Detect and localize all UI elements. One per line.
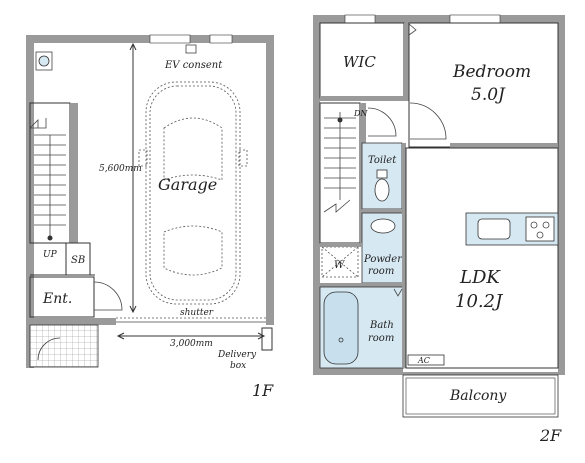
wall-2f-right	[558, 15, 565, 375]
washer-label: W	[334, 260, 345, 271]
porch-tile	[29, 324, 99, 368]
entrance-label: Ent.	[42, 291, 72, 307]
balcony	[402, 374, 559, 418]
toilet-icon	[374, 169, 390, 202]
bath-label-2: room	[368, 333, 394, 344]
delivery-label-2: box	[230, 361, 246, 371]
arrow-up-icon	[129, 42, 137, 51]
arrow-left-icon	[116, 332, 125, 340]
basin-box	[35, 51, 53, 71]
staircase-2f	[319, 102, 366, 244]
bath-wall-top	[320, 283, 404, 287]
entrance-area	[29, 276, 95, 318]
kitchen-counter	[465, 212, 559, 246]
wall-2f-bottom-ldk	[403, 372, 558, 375]
up-label: UP	[43, 250, 58, 260]
door-swing-icon	[93, 281, 123, 311]
powder-label-1: Powder	[363, 254, 403, 265]
balcony-label: Balcony	[449, 388, 507, 404]
bath-label-1: Bath	[369, 320, 394, 331]
width-label: 3,000mm	[170, 339, 213, 349]
wic-door-icon	[408, 23, 417, 36]
floor-label-1f: 1F	[252, 381, 274, 400]
bathtub-icon	[323, 291, 359, 365]
garage-label: Garage	[158, 175, 217, 194]
wic-wall	[320, 96, 406, 101]
toilet-wall	[362, 209, 404, 213]
depth-label-bg	[96, 160, 132, 174]
drain-icon	[338, 337, 344, 343]
wall-2f-left	[313, 15, 320, 375]
ldk-room	[405, 147, 559, 369]
staircase-1f	[29, 102, 78, 244]
wic-bed-wall	[404, 23, 409, 101]
washer-wall-top	[320, 243, 362, 247]
kitchen-sink-icon	[477, 218, 511, 240]
stove-icon	[525, 216, 555, 242]
arrow-down-icon	[129, 305, 137, 314]
ev-consent-box	[185, 44, 197, 54]
delivery-box	[261, 327, 273, 351]
basin-icon	[38, 55, 50, 67]
shutter-label: shutter	[180, 308, 214, 318]
sink-icon	[370, 218, 396, 234]
porch-door-icon	[37, 337, 61, 361]
washer-space	[321, 246, 359, 278]
wet-area-wall	[402, 143, 406, 368]
wall-2f-bottom	[313, 368, 403, 375]
ac-unit	[407, 354, 445, 366]
ldk-size: 10.2J	[455, 291, 504, 312]
bedroom-wall	[450, 143, 558, 148]
hall-door-icon	[367, 107, 397, 137]
window-2f-top-2	[449, 14, 501, 24]
bedroom-label: Bedroom	[452, 62, 531, 82]
window-1f-top	[149, 34, 191, 44]
wic-label: WIC	[343, 53, 376, 71]
delivery-label-1: Delivery	[217, 350, 257, 360]
bedroom-door-icon	[409, 102, 447, 140]
bedroom-size: 5.0J	[471, 85, 506, 105]
ac-label: AC	[417, 356, 430, 365]
balcony-inner	[405, 377, 556, 415]
powder-label-2: room	[368, 266, 394, 277]
wall-1f-right	[266, 35, 274, 325]
car-outline-icon	[138, 81, 248, 305]
window-2f-top-1	[344, 14, 376, 24]
floor-label-2f: 2F	[539, 426, 562, 445]
dn-label: DN	[353, 109, 368, 118]
ev-consent-label: EV consent	[164, 60, 223, 71]
toilet-label: Toilet	[368, 155, 397, 166]
depth-label: 5,600mm	[99, 164, 142, 174]
arrow-right-icon	[257, 332, 266, 340]
sb-label: SB	[71, 255, 85, 266]
first-floor-plan: EV consent 5,600mm Garage	[26, 34, 274, 400]
wall-2f-top	[313, 15, 565, 23]
wall-1f-bottom	[26, 318, 116, 325]
second-floor-plan: WIC Bedroom 5.0J DN Toilet	[313, 14, 565, 445]
ldk-label: LDK	[459, 267, 501, 288]
bath-door-icon	[393, 288, 403, 297]
window-1f-top-2	[209, 34, 233, 44]
